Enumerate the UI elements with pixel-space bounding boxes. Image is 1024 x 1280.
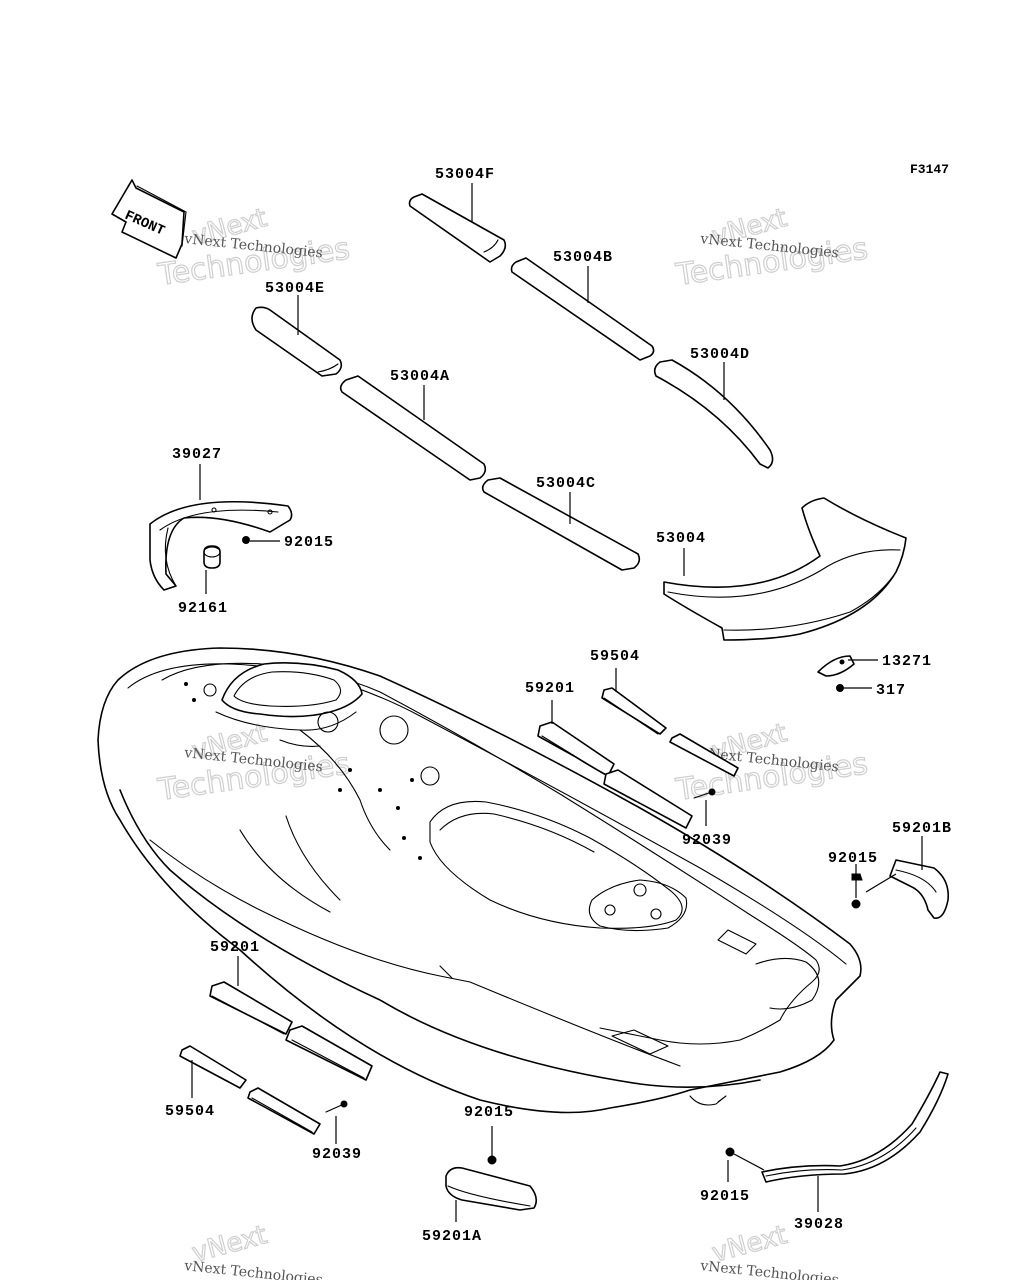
- hull-body: [97, 647, 862, 1114]
- watermark-mid-left: vNext Technologies vNext Technologies: [155, 718, 353, 809]
- nut-92015-a: [242, 536, 280, 544]
- label-59201-b: 59201: [210, 939, 260, 956]
- nut-92015-d: [725, 1147, 765, 1182]
- nut-92015-b: [851, 864, 863, 909]
- label-39027: 39027: [172, 446, 222, 463]
- watermark-top-right: vNext Technologies vNext Technologies: [673, 203, 871, 294]
- rail-59201-b: [209, 956, 373, 1081]
- label-53004e: 53004E: [265, 280, 325, 297]
- rail-59504-b: [179, 1045, 321, 1135]
- label-53004c: 53004C: [536, 475, 596, 492]
- cap-92161: [203, 545, 221, 594]
- label-59504-b: 59504: [165, 1103, 215, 1120]
- screw-92039-a: [693, 788, 716, 826]
- label-39028: 39028: [794, 1216, 844, 1233]
- label-92015-b: 92015: [828, 850, 878, 867]
- figure-code: F3147: [910, 162, 949, 177]
- label-53004f: 53004F: [435, 166, 495, 183]
- mat-53004f: [408, 183, 507, 263]
- rail-39028: [761, 1071, 949, 1212]
- mat-53004b: [510, 257, 655, 361]
- label-59201-a: 59201: [525, 680, 575, 697]
- guard-59201a: [445, 1166, 538, 1222]
- screw-92039-b: [325, 1100, 348, 1144]
- svg-text:vNext Technologies: vNext Technologies: [699, 1258, 840, 1280]
- label-59201a: 59201A: [422, 1228, 482, 1245]
- guard-59201b: [865, 836, 950, 919]
- label-13271: 13271: [882, 653, 932, 670]
- svg-text:vNext Technologies: vNext Technologies: [183, 1258, 324, 1280]
- label-92161: 92161: [178, 600, 228, 617]
- rail-59201-a: [537, 700, 693, 829]
- label-53004: 53004: [656, 530, 706, 547]
- bolt-317: [836, 684, 872, 692]
- mat-53004a: [339, 375, 487, 481]
- bracket-13271: [817, 655, 878, 677]
- label-92039-a: 92039: [682, 832, 732, 849]
- watermark-bottom-left: vNext vNext Technologies: [183, 1220, 324, 1280]
- label-92015-d: 92015: [700, 1188, 750, 1205]
- mat-53004: [663, 497, 907, 641]
- label-59504-a: 59504: [590, 648, 640, 665]
- rail-59504-a: [601, 668, 739, 777]
- mat-53004e: [251, 295, 343, 377]
- label-317: 317: [876, 682, 906, 699]
- front-arrow-icon: FRONT: [111, 179, 187, 259]
- mat-53004c: [481, 477, 641, 571]
- nut-92015-c: [487, 1126, 497, 1165]
- label-92015-a: 92015: [284, 534, 334, 551]
- label-92015-c: 92015: [464, 1104, 514, 1121]
- label-59201b: 59201B: [892, 820, 952, 837]
- label-92039-b: 92039: [312, 1146, 362, 1163]
- bracket-39027: [149, 464, 293, 591]
- label-53004a: 53004A: [390, 368, 450, 385]
- label-53004b: 53004B: [553, 249, 613, 266]
- mat-53004d: [653, 359, 774, 469]
- label-53004d: 53004D: [690, 346, 750, 363]
